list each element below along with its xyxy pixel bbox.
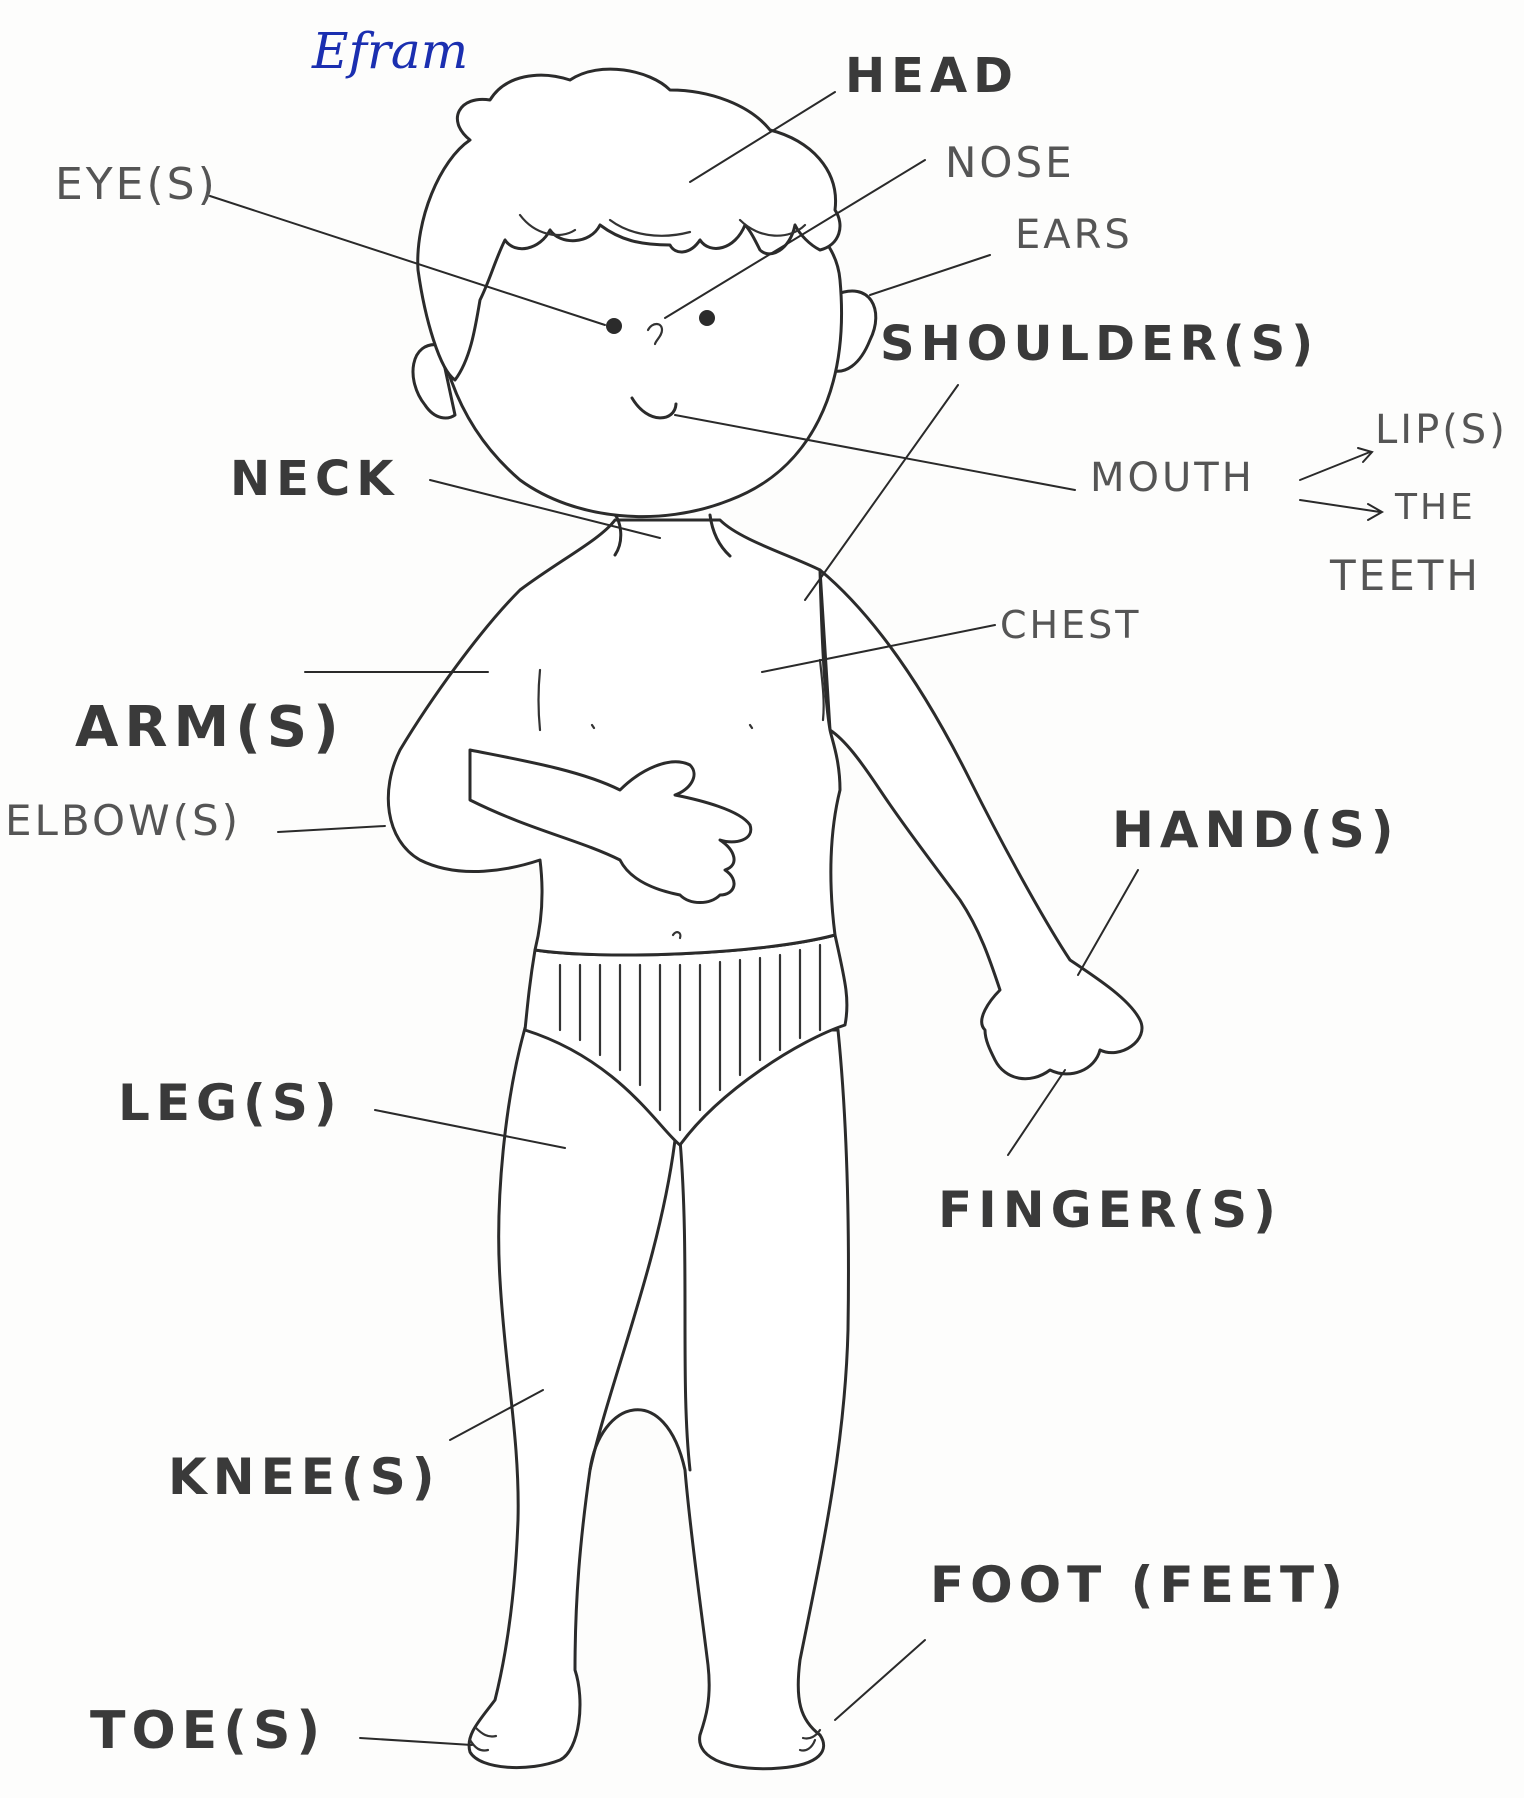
label-the: THE xyxy=(1395,490,1476,526)
label-knees: KNEE(S) xyxy=(168,1452,441,1502)
leader-foot xyxy=(835,1640,925,1720)
label-legs: LEG(S) xyxy=(118,1078,343,1128)
leader-hands xyxy=(1078,870,1138,975)
label-fingers: FINGER(S) xyxy=(938,1185,1282,1235)
eye-left xyxy=(606,318,622,334)
label-chest: CHEST xyxy=(1000,606,1141,644)
leader-shoulders xyxy=(805,385,958,600)
torso-outline xyxy=(388,520,840,955)
leader-fingers xyxy=(1008,1070,1065,1155)
label-nose: NOSE xyxy=(945,142,1075,184)
label-toes: TOE(S) xyxy=(90,1705,326,1757)
label-neck: NECK xyxy=(230,455,399,503)
label-eyes: EYE(S) xyxy=(55,163,218,207)
label-mouth: MOUTH xyxy=(1090,458,1255,498)
label-elbows: ELBOW(S) xyxy=(5,800,241,842)
student-signature: Efram xyxy=(312,26,468,76)
label-shoulders: SHOULDER(S) xyxy=(880,320,1319,368)
label-lips: LIP(S) xyxy=(1375,410,1508,450)
label-arms: ARM(S) xyxy=(75,700,345,756)
leader-ears xyxy=(870,255,990,295)
label-head: HEAD xyxy=(845,52,1019,100)
label-hands: HAND(S) xyxy=(1112,805,1400,855)
label-teeth: TEETH xyxy=(1330,555,1481,597)
arrow-teeth xyxy=(1300,500,1382,520)
leader-toes xyxy=(360,1738,472,1745)
arrow-lips xyxy=(1300,448,1372,480)
leader-elbows xyxy=(278,826,385,832)
eye-right xyxy=(699,310,715,326)
label-foot: FOOT (FEET) xyxy=(930,1560,1349,1610)
label-ears: EARS xyxy=(1015,215,1133,255)
